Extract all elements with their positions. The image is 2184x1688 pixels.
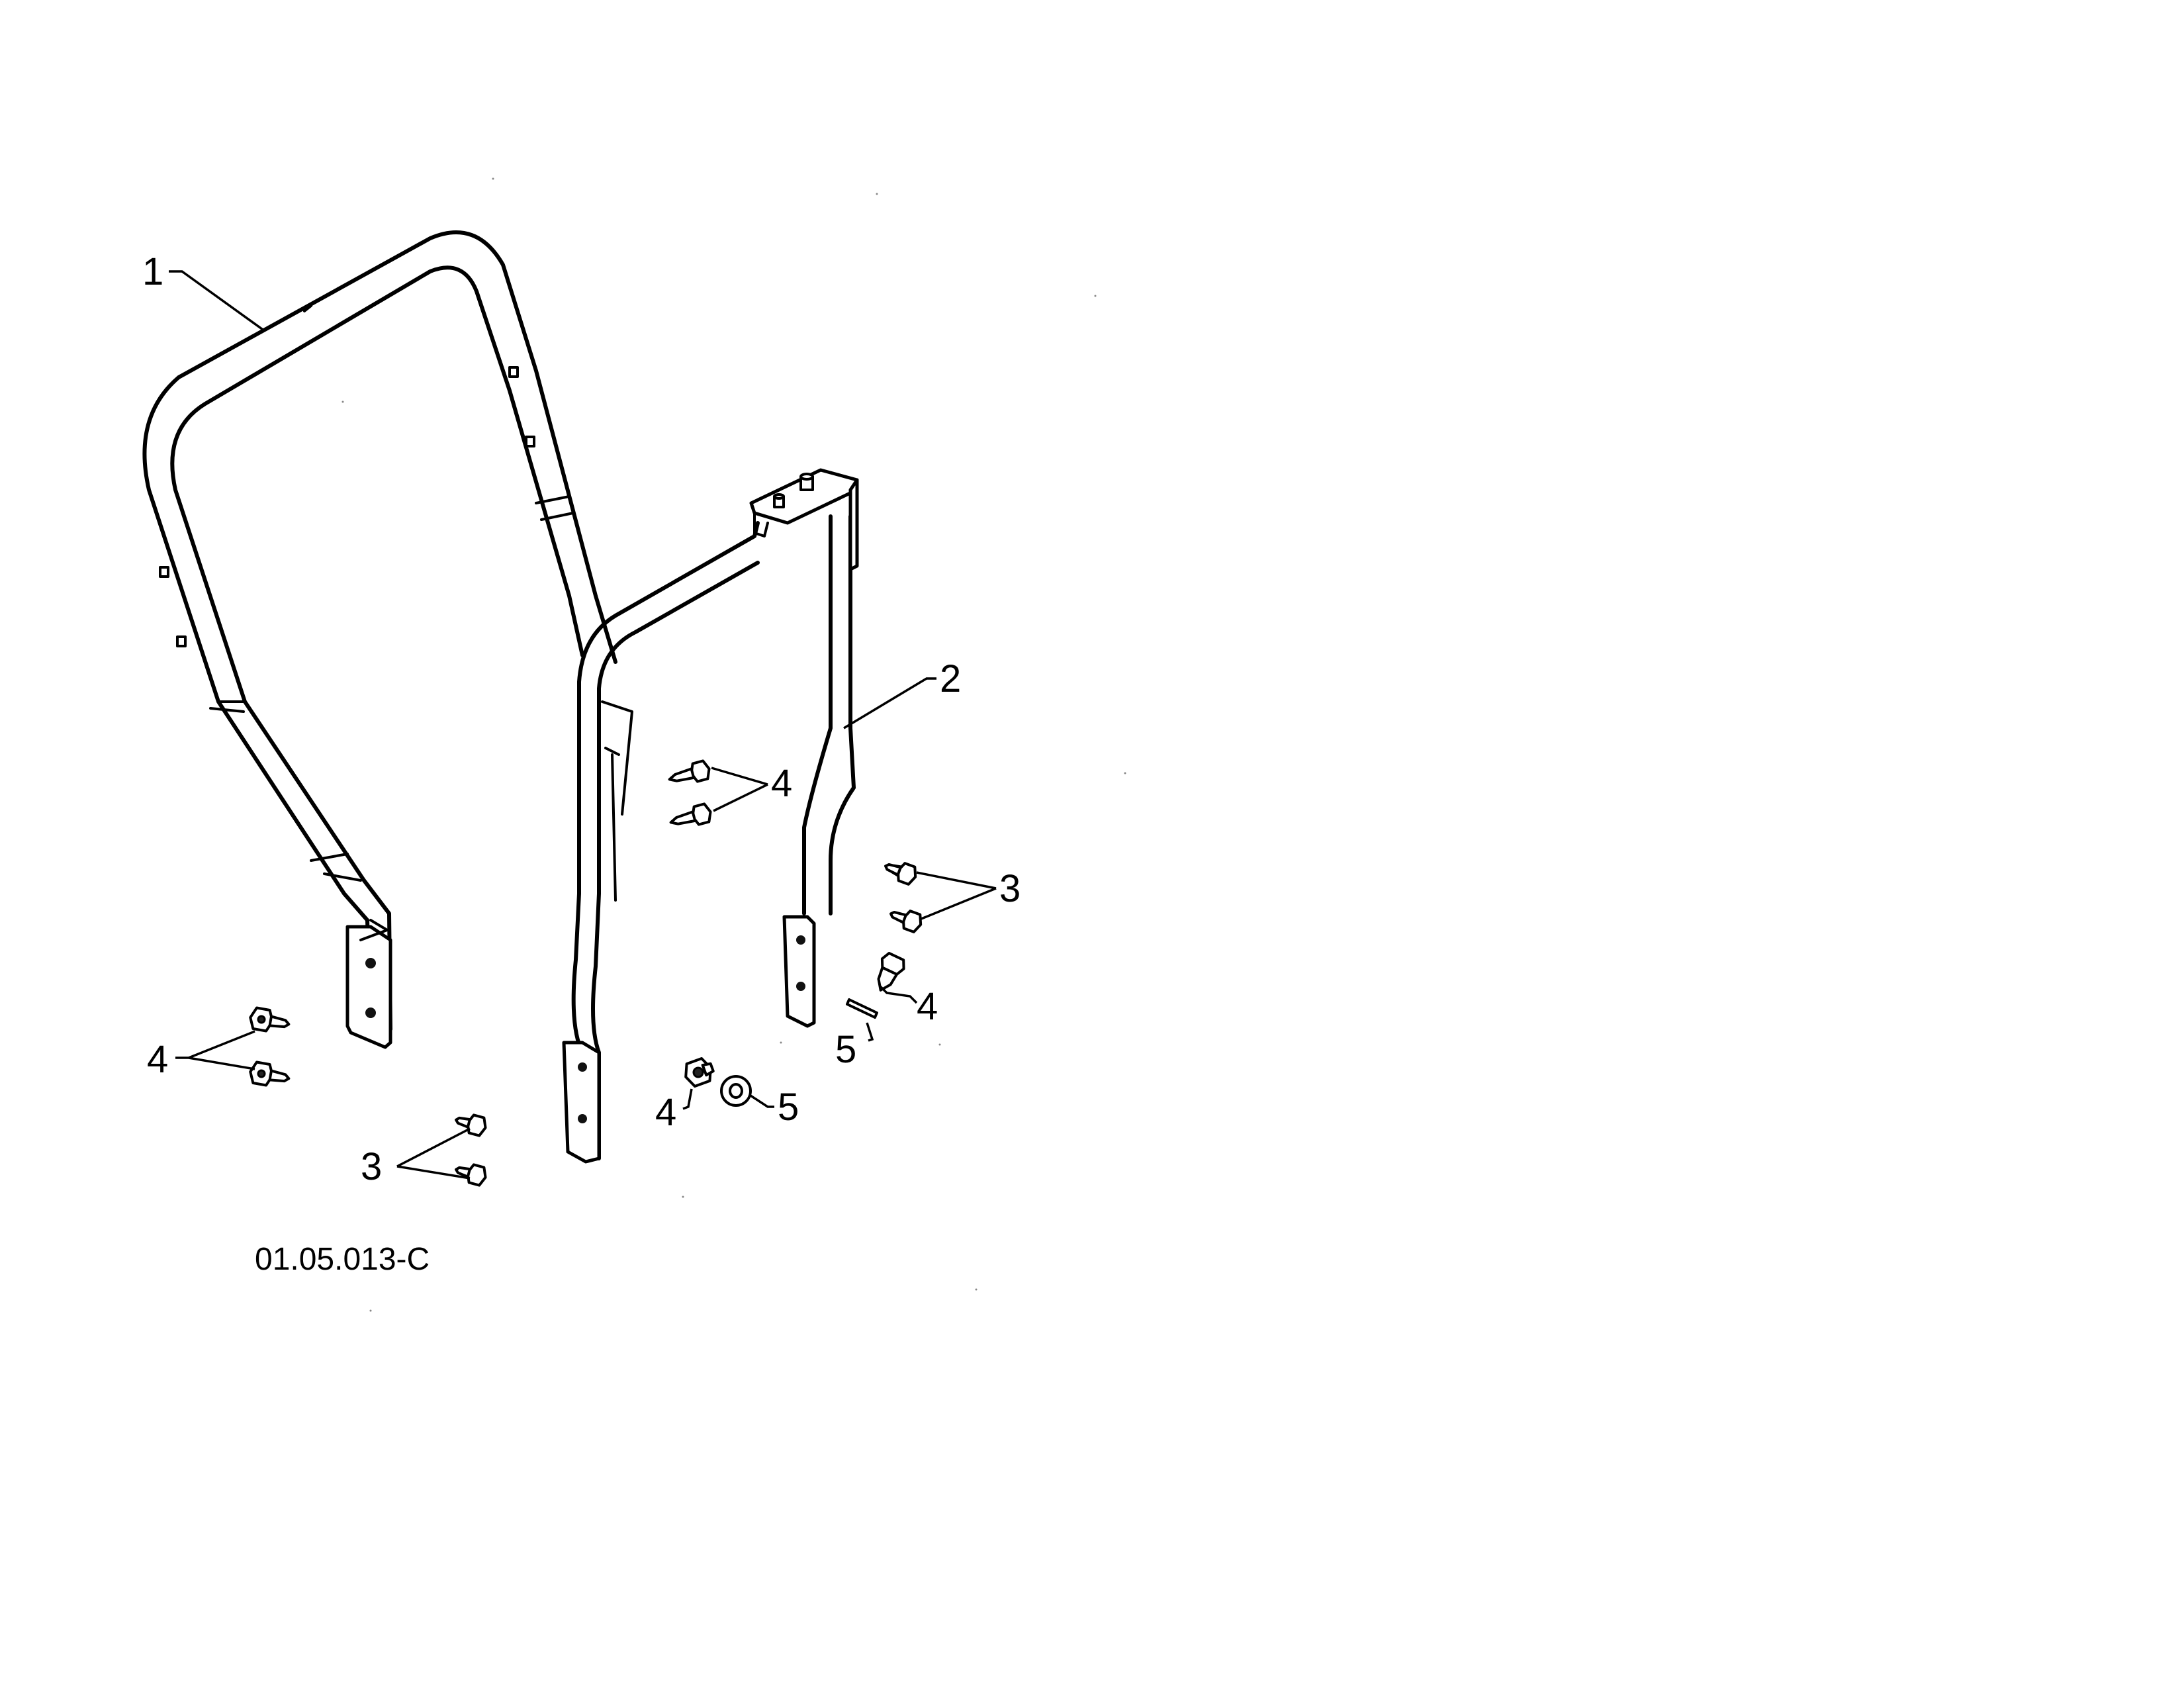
callout-4-center: 4 [771, 762, 792, 805]
rops-lower-frame [562, 468, 859, 1164]
washer-bottom [720, 1075, 752, 1107]
leader-line-5-right [866, 1022, 874, 1042]
nut-pair-left [249, 1006, 291, 1087]
callout-4-left: 4 [147, 1038, 168, 1081]
callout-4-right: 4 [917, 985, 938, 1028]
leader-line-4-left [175, 1030, 255, 1070]
leader-line-5-bottom [750, 1094, 774, 1108]
callout-5-right: 5 [835, 1028, 856, 1071]
nut-bottom-center [684, 1056, 715, 1088]
callout-1: 1 [142, 250, 163, 293]
leader-line-3-lower [396, 1127, 471, 1180]
pin-right [846, 998, 878, 1019]
leader-line-3-upper [916, 871, 997, 920]
rops-upper-frame [142, 230, 617, 1049]
callout-4-bottom: 4 [655, 1091, 676, 1134]
callout-3-upper: 3 [999, 867, 1021, 910]
bolt-pair-lower-left [455, 1113, 487, 1187]
leader-line-4-bottom [682, 1088, 693, 1110]
callout-5-bottom: 5 [778, 1086, 799, 1129]
leader-line-1 [169, 270, 266, 332]
bolt-pair-upper-right [884, 862, 923, 933]
leader-line-4-center [711, 767, 768, 812]
callout-3-lower: 3 [361, 1145, 382, 1188]
leader-line-4-right [879, 985, 918, 1004]
cap-bolt-right [877, 951, 905, 992]
callout-2: 2 [940, 657, 961, 700]
figure-code: 01.05.013-C [255, 1242, 430, 1277]
scan-specks [341, 177, 1126, 1312]
leader-line-2 [843, 677, 936, 729]
bolt-pair-center [668, 759, 712, 826]
